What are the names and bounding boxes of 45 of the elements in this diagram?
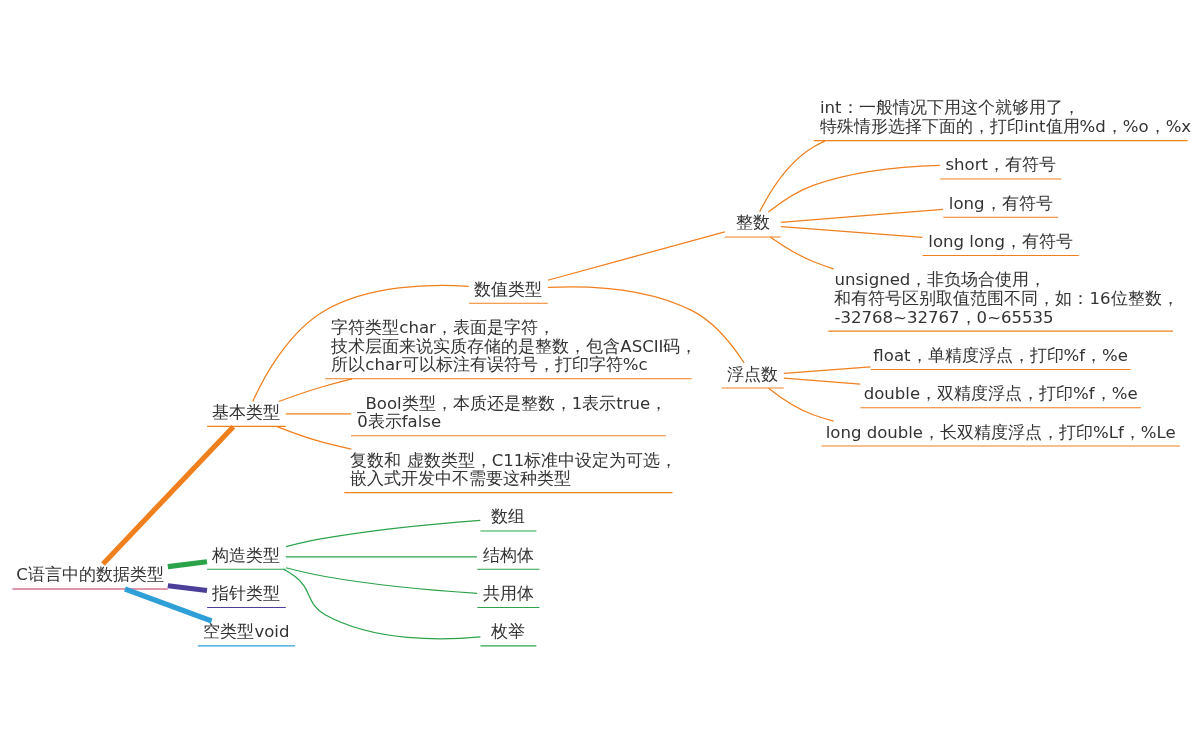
node-text: 共用体 (482, 584, 534, 604)
node-text: 数组 (491, 507, 526, 527)
node-text: long，有符号 (948, 193, 1053, 213)
node-text: 浮点数 (727, 364, 779, 384)
node-text: 基本类型 (212, 402, 281, 422)
connector (285, 556, 478, 558)
connector (783, 366, 872, 374)
connector (252, 284, 470, 403)
node-text: 枚举 (491, 622, 526, 642)
connector (167, 583, 208, 594)
node-text: long double，长双精度浮点，打印%Lf，%Le (825, 422, 1176, 442)
connector (767, 164, 941, 213)
connector (547, 231, 726, 281)
node-text: short，有符号 (945, 155, 1056, 175)
node-text: float，单精度浮点，打印%f，%e (873, 345, 1128, 365)
node-text: 构造类型 (212, 545, 281, 565)
node-text: 复数和 虚数类型，C11标准中设定为可选，嵌入式开发中不需要这种类型 (350, 450, 678, 489)
connector (124, 586, 213, 624)
connector (759, 140, 826, 213)
node-text: 结构体 (482, 545, 534, 565)
node-text: 字符类型char，表面是字符，技术层面来说实质存储的是整数，包含ASCII码，所以char可以标注有误符号，打印字符%c (331, 317, 698, 375)
connector (285, 567, 478, 594)
connector (767, 387, 835, 422)
node-text: _Bool类型，本质还是整数，1表示true，0表示false (357, 393, 668, 432)
connector (780, 208, 944, 223)
node-text: double，双精度浮点，打印%f，%e (863, 384, 1138, 404)
connector (278, 378, 353, 403)
connector (282, 568, 481, 640)
connector (769, 236, 835, 270)
connector (275, 425, 352, 450)
node-text: 整数 (735, 213, 770, 233)
node-text: C语言中的数据类型 (16, 565, 164, 585)
node-text: 指针类型 (212, 584, 281, 604)
node-text: int：一般情况下用这个就够用了，特殊情形选择下面的，打印int值用%d，%o，%x (820, 98, 1192, 137)
connector (101, 424, 236, 566)
connector (547, 286, 745, 364)
node-text: 空类型void (203, 622, 290, 642)
connector (285, 519, 481, 548)
connector (783, 377, 861, 385)
node-text: long long，有符号 (928, 232, 1074, 252)
connector (167, 559, 208, 570)
connector (285, 413, 352, 415)
node-text: 数值类型 (474, 279, 543, 299)
connector (780, 225, 924, 238)
node-text: unsigned，非负场合使用，和有符号区别取值范围不同，如：16位整数，-32768~32767，0~65535 (834, 270, 1179, 327)
